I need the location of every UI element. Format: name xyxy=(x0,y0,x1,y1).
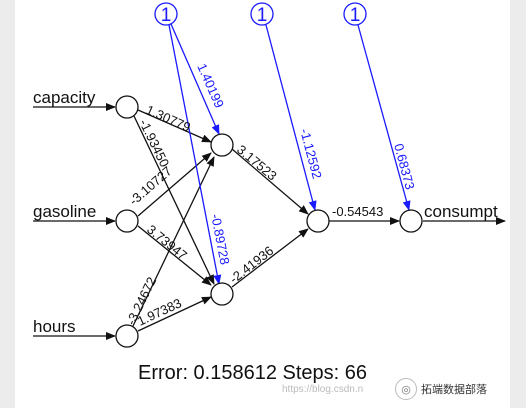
bias-node-3-label: 1 xyxy=(350,5,361,26)
edge-h2-out xyxy=(231,228,309,288)
weight-out-final: -0.54543 xyxy=(332,204,383,219)
weight-h1-out: 3.17523 xyxy=(234,142,280,184)
edge-capacity-h1 xyxy=(137,109,212,143)
edge-bias1-h1 xyxy=(170,23,220,135)
edge-capacity-h2 xyxy=(133,115,215,285)
error-steps-summary: Error: 0.158612 Steps: 66 xyxy=(138,362,368,384)
input-label-capacity: capacity xyxy=(33,88,96,107)
watermark-url: https://blog.csdn.n xyxy=(282,384,364,395)
edge-bias1-h2 xyxy=(168,24,222,285)
weight-bias3-final: 0.68373 xyxy=(391,142,418,191)
node-hidden-1 xyxy=(210,133,234,157)
weight-bias2-out: -1.12592 xyxy=(297,127,325,180)
edge-bias2-out xyxy=(265,24,317,211)
node-input-hours xyxy=(115,324,139,348)
watermark-logo-icon: ◎ xyxy=(395,378,417,400)
node-output xyxy=(306,209,330,233)
node-input-capacity xyxy=(115,95,139,119)
diagram-panel xyxy=(15,0,510,408)
node-final xyxy=(399,209,423,233)
weight-bias1-h1: 1.40199 xyxy=(194,61,227,110)
bias-node-1-label: 1 xyxy=(161,5,172,26)
weight-bias1-h2: -0.89728 xyxy=(208,213,233,266)
edge-h1-out xyxy=(231,148,309,215)
node-input-gasoline xyxy=(115,209,139,233)
edge-gasoline-h2 xyxy=(137,225,212,286)
weight-gasoline-h2: 3.73947 xyxy=(144,222,190,263)
bias-node-1 xyxy=(154,2,178,26)
watermark: ◎ 拓端数据部落 xyxy=(395,378,487,400)
output-label: consumpt xyxy=(424,202,498,221)
edge-gasoline-h1 xyxy=(137,152,212,217)
bias-node-2-label: 1 xyxy=(257,5,268,26)
node-hidden-2 xyxy=(210,282,234,306)
edge-bias3-final xyxy=(357,24,411,211)
input-label-hours: hours xyxy=(33,317,76,336)
edge-hours-h2 xyxy=(137,296,212,332)
bias-node-3 xyxy=(343,2,367,26)
watermark-text: 拓端数据部落 xyxy=(421,384,487,396)
bias-node-2 xyxy=(250,2,274,26)
input-label-gasoline: gasoline xyxy=(33,202,96,221)
weight-h2-out: -2.41936 xyxy=(227,243,277,286)
